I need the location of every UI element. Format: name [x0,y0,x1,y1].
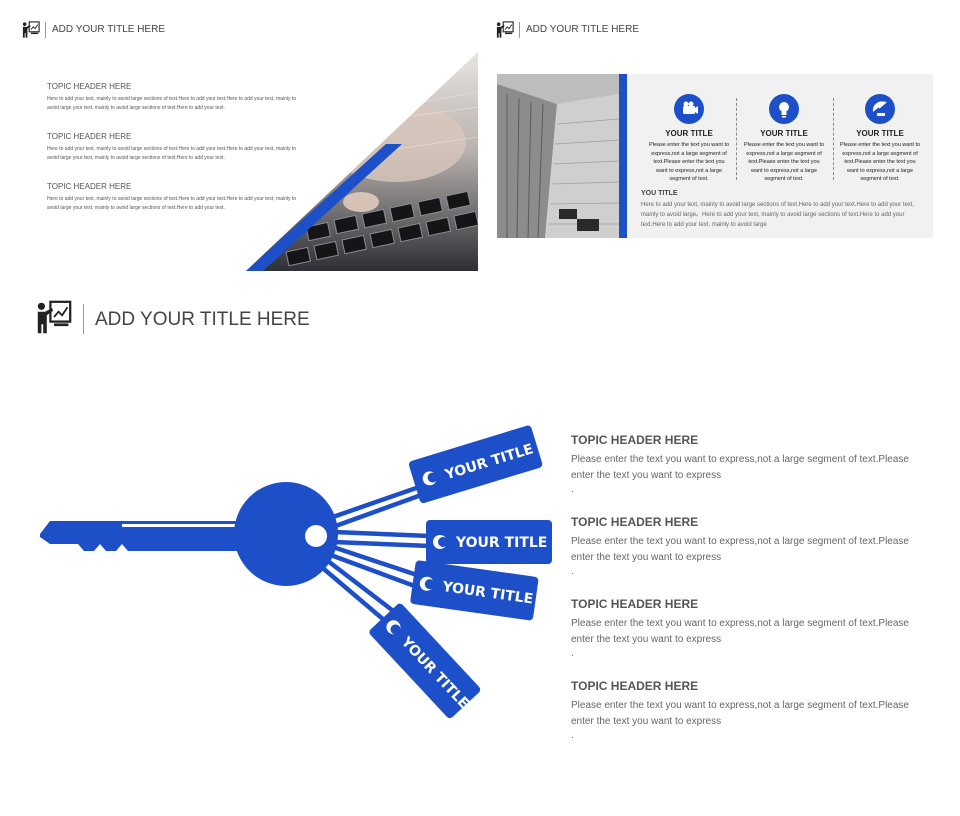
key-head [234,482,338,586]
column-title: YOUR TITLE [856,129,904,138]
presenter-board-icon [37,300,72,334]
slide-2-title: ADD YOUR TITLE HERE [526,24,639,35]
topic-header: TOPIC HEADER HERE [571,597,699,611]
topic-dot: . [571,730,574,741]
column-divider [833,98,834,180]
section-header: TOPIC HEADER HERE [47,82,132,91]
topic-dot: . [571,648,574,659]
section-text: Here to add your text, mainly to avoid l… [47,146,297,161]
column-text: Please enter the text you want to expres… [648,142,730,182]
topic-dot: . [571,566,574,577]
column-title: YOUR TITLE [760,129,808,138]
column-text: Please enter the text you want to expres… [839,142,921,182]
column-divider [736,98,737,180]
topic-block-4: TOPIC HEADER HERE Please enter the text … [571,679,916,741]
key-tag-3: YOUR TITLE [410,560,539,621]
slide-1-title: ADD YOUR TITLE HERE [52,24,165,35]
presenter-board-icon [496,21,514,38]
section-header: TOPIC HEADER HERE [47,182,132,191]
tag-label: YOUR TITLE [455,535,547,551]
building-photo [497,74,619,238]
topic-text: Please enter the text you want to expres… [571,618,909,645]
topic-text: Please enter the text you want to expres… [571,700,909,727]
topic-block-1: TOPIC HEADER HERE Please enter the text … [571,433,916,495]
section-text: Here to add your text, mainly to avoid l… [47,96,297,111]
topic-dot: . [571,484,574,495]
topic-text: Please enter the text you want to expres… [571,454,909,481]
column-title: YOUR TITLE [665,129,713,138]
topic-header: TOPIC HEADER HERE [571,515,699,529]
topic-block-2: TOPIC HEADER HERE Please enter the text … [571,515,916,577]
section-header: TOPIC HEADER HERE [47,132,132,141]
topic-text: Please enter the text you want to expres… [571,536,909,563]
key-tag-1: YOUR TITLE [408,425,543,504]
sub-header: YOU TITLE [641,190,678,197]
slide-1-section-3: TOPIC HEADER HERE Here to add your text,… [47,182,307,213]
slide-1-section-1: TOPIC HEADER HERE Here to add your text,… [47,82,307,113]
key-tag-2: YOUR TITLE [426,520,552,564]
topic-block-3: TOPIC HEADER HERE Please enter the text … [571,597,916,659]
camera-icon [674,94,704,124]
accent-bar [619,74,627,238]
section-text: Here to add your text, mainly to avoid l… [47,196,297,211]
key-illustration: YOUR TITLE YOUR TITLE YOUR TITLE YOUR TI… [40,425,552,719]
keyboard-photo [246,52,478,271]
sub-text: Here to add your text, mainly to avoid l… [641,202,915,228]
presenter-board-icon [22,21,40,38]
slide-3-title: ADD YOUR TITLE HERE [95,309,310,330]
lightbulb-icon [769,94,799,124]
key-shaft [40,521,240,551]
topic-header: TOPIC HEADER HERE [571,433,699,447]
column-text: Please enter the text you want to expres… [743,142,825,182]
topic-header: TOPIC HEADER HERE [571,679,699,693]
key-tag-4: YOUR TITLE [369,603,481,719]
satellite-dish-icon [865,94,895,124]
slide-1-section-2: TOPIC HEADER HERE Here to add your text,… [47,132,307,163]
